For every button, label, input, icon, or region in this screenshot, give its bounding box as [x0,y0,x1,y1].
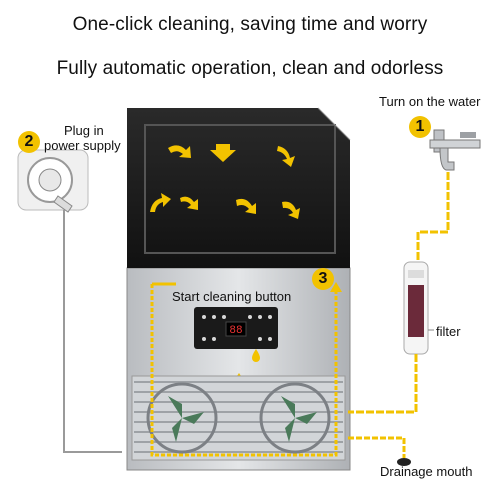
circulation-loop [150,284,338,457]
headline-primary: One-click cleaning, saving time and worr… [72,14,428,35]
headline-secondary: Fully automatic operation, clean and odo… [56,58,444,79]
power-cable [63,210,122,453]
curved-arrow-icon [282,201,300,219]
step-label-power-line2: power supply [44,138,121,153]
curved-arrow-icon [236,198,256,214]
digital-display [225,321,247,337]
display-readout: 88 [229,325,242,337]
curved-arrow-icon [277,146,295,167]
down-arrow-icon [210,144,236,162]
machine-lid [127,108,350,268]
start-cleaning-button-label: Start cleaning button [172,289,292,304]
step-badge-water: 1 [409,116,431,138]
water-filter-icon [403,261,429,355]
vent-louvers [131,375,346,461]
curved-arrow-icon [168,145,191,158]
filter-label: filter [436,324,461,339]
drain-mouth [397,458,411,466]
drain-hose [348,436,406,458]
step-badge-cleaning: 3 [312,268,334,290]
step-badge-power: 2 [18,131,40,153]
cleaning-flow-arrows [150,144,300,219]
drainage-mouth-label: Drainage mouth [380,464,473,479]
water-tap-icon [429,129,481,171]
step-label-water: Turn on the water [379,94,481,109]
water-hose [416,172,450,262]
lid-panel [144,124,336,254]
power-socket-icon [17,149,89,213]
step-label-power-line1: Plug in [64,123,104,138]
curved-arrow-icon [150,193,171,212]
water-drop-icon [252,349,260,362]
curved-arrow-icon [180,196,198,210]
